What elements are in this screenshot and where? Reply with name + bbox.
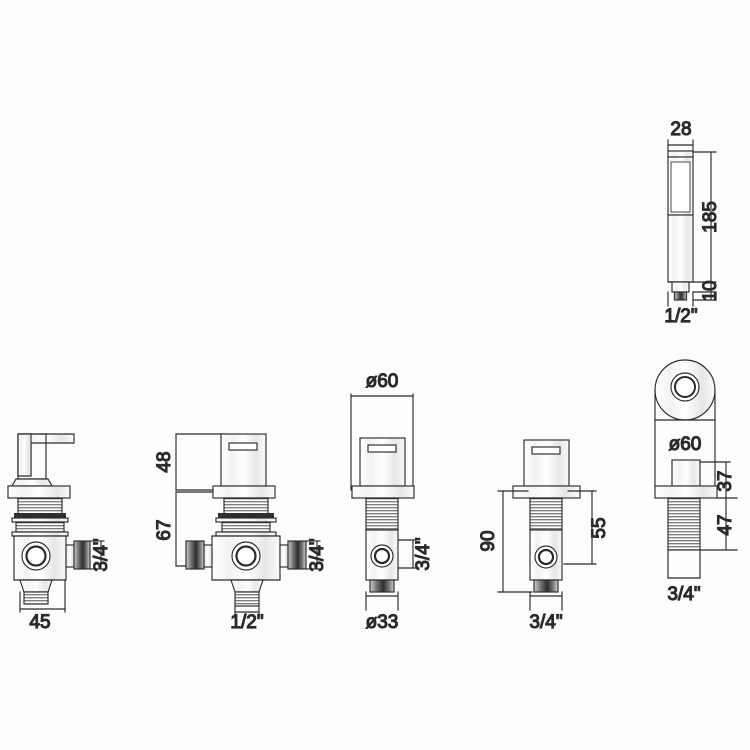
handset-width-label: 28 [670, 119, 691, 140]
handset-length-dimension [692, 151, 717, 283]
handset-outlet-label: 10 [700, 280, 721, 301]
thermo-side-dimension [305, 540, 321, 570]
diverter-body-label: ø33 [366, 612, 399, 633]
lever-valve-base-label: 45 [29, 612, 50, 633]
lever-valve-spindle [11, 497, 69, 537]
handset-outlet-dimension [692, 281, 717, 301]
view-lever-valve: 3/4" 45 [7, 433, 113, 634]
thermo-bottom-label: 1/2" [230, 612, 263, 633]
handset-thread-extension [667, 291, 694, 307]
outlet-thread-extension [529, 591, 563, 611]
diverter-plate [351, 485, 415, 499]
outlet-shank [529, 497, 563, 531]
lever-valve-plate [7, 485, 71, 499]
view-thermostatic-valve: 48 67 3/4" 1/2" [153, 433, 329, 634]
thermo-handle-label: 48 [154, 451, 175, 472]
flange-plate [654, 485, 718, 499]
diverter-side-label: 3/4" [413, 537, 434, 570]
outlet-plate [512, 485, 581, 499]
diverter-body [365, 529, 399, 581]
handset-thread-label: 1/2" [664, 306, 697, 327]
flange-cap [671, 459, 701, 487]
lever-valve-side-label: 3/4" [91, 538, 112, 571]
lever-valve-side-dimension [89, 540, 105, 570]
outlet-thread-label: 3/4" [529, 612, 562, 633]
lever-valve-base-dimension [19, 579, 66, 613]
view-wall-outlet: 90 55 3/4" [477, 439, 611, 634]
view-handset: 28 185 10 1/2" [664, 118, 722, 327]
flange-tail-extension [667, 549, 701, 579]
diverter-body-dimension [365, 591, 399, 611]
outlet-cap [523, 439, 570, 487]
flange-shank [667, 497, 701, 551]
flange-diameter-label: ø60 [669, 434, 702, 455]
thermo-side-label: 3/4" [307, 538, 328, 571]
flange-plan-view [654, 359, 716, 421]
thermo-handle-dimension [175, 433, 227, 491]
thermo-bottom-outlet [230, 579, 264, 619]
diverter-shank [365, 497, 399, 531]
thermo-handle [220, 433, 267, 487]
outlet-upper-label: 55 [589, 517, 610, 538]
handset-body [667, 150, 694, 301]
lever-valve-bottom-outlet [19, 579, 53, 605]
lever-valve-handle [11, 433, 75, 487]
thermo-spindle [215, 497, 277, 537]
diverter-cap [359, 437, 406, 487]
flange-lower-label: 47 [715, 514, 736, 535]
thermo-plate [212, 485, 276, 499]
flange-upper-dimension [699, 461, 738, 499]
outlet-total-label: 90 [478, 530, 499, 551]
handset-length-label: 185 [700, 201, 721, 233]
outlet-upper-dimension [563, 490, 597, 565]
thermo-body [185, 535, 307, 581]
outlet-body [529, 529, 563, 581]
diverter-plate-label: ø60 [366, 371, 399, 392]
outlet-thread [533, 579, 559, 593]
handset-width-dimension [667, 139, 694, 153]
thermo-body-label: 67 [154, 519, 175, 540]
diverter-plate-dimension [350, 393, 414, 491]
flange-thread-label: 3/4" [667, 584, 700, 605]
flange-upper-label: 37 [715, 470, 736, 491]
diverter-side-dimension [397, 539, 417, 569]
lever-valve-body [13, 535, 91, 581]
view-round-flange: ø60 37 47 3/4" [654, 359, 738, 606]
flange-lower-dimension [699, 497, 738, 551]
flange-diameter-dimension [654, 389, 716, 488]
view-diverter: ø60 ø33 3/4" [350, 370, 435, 634]
diverter-outlet [369, 579, 395, 593]
outlet-total-dimension [497, 490, 533, 593]
